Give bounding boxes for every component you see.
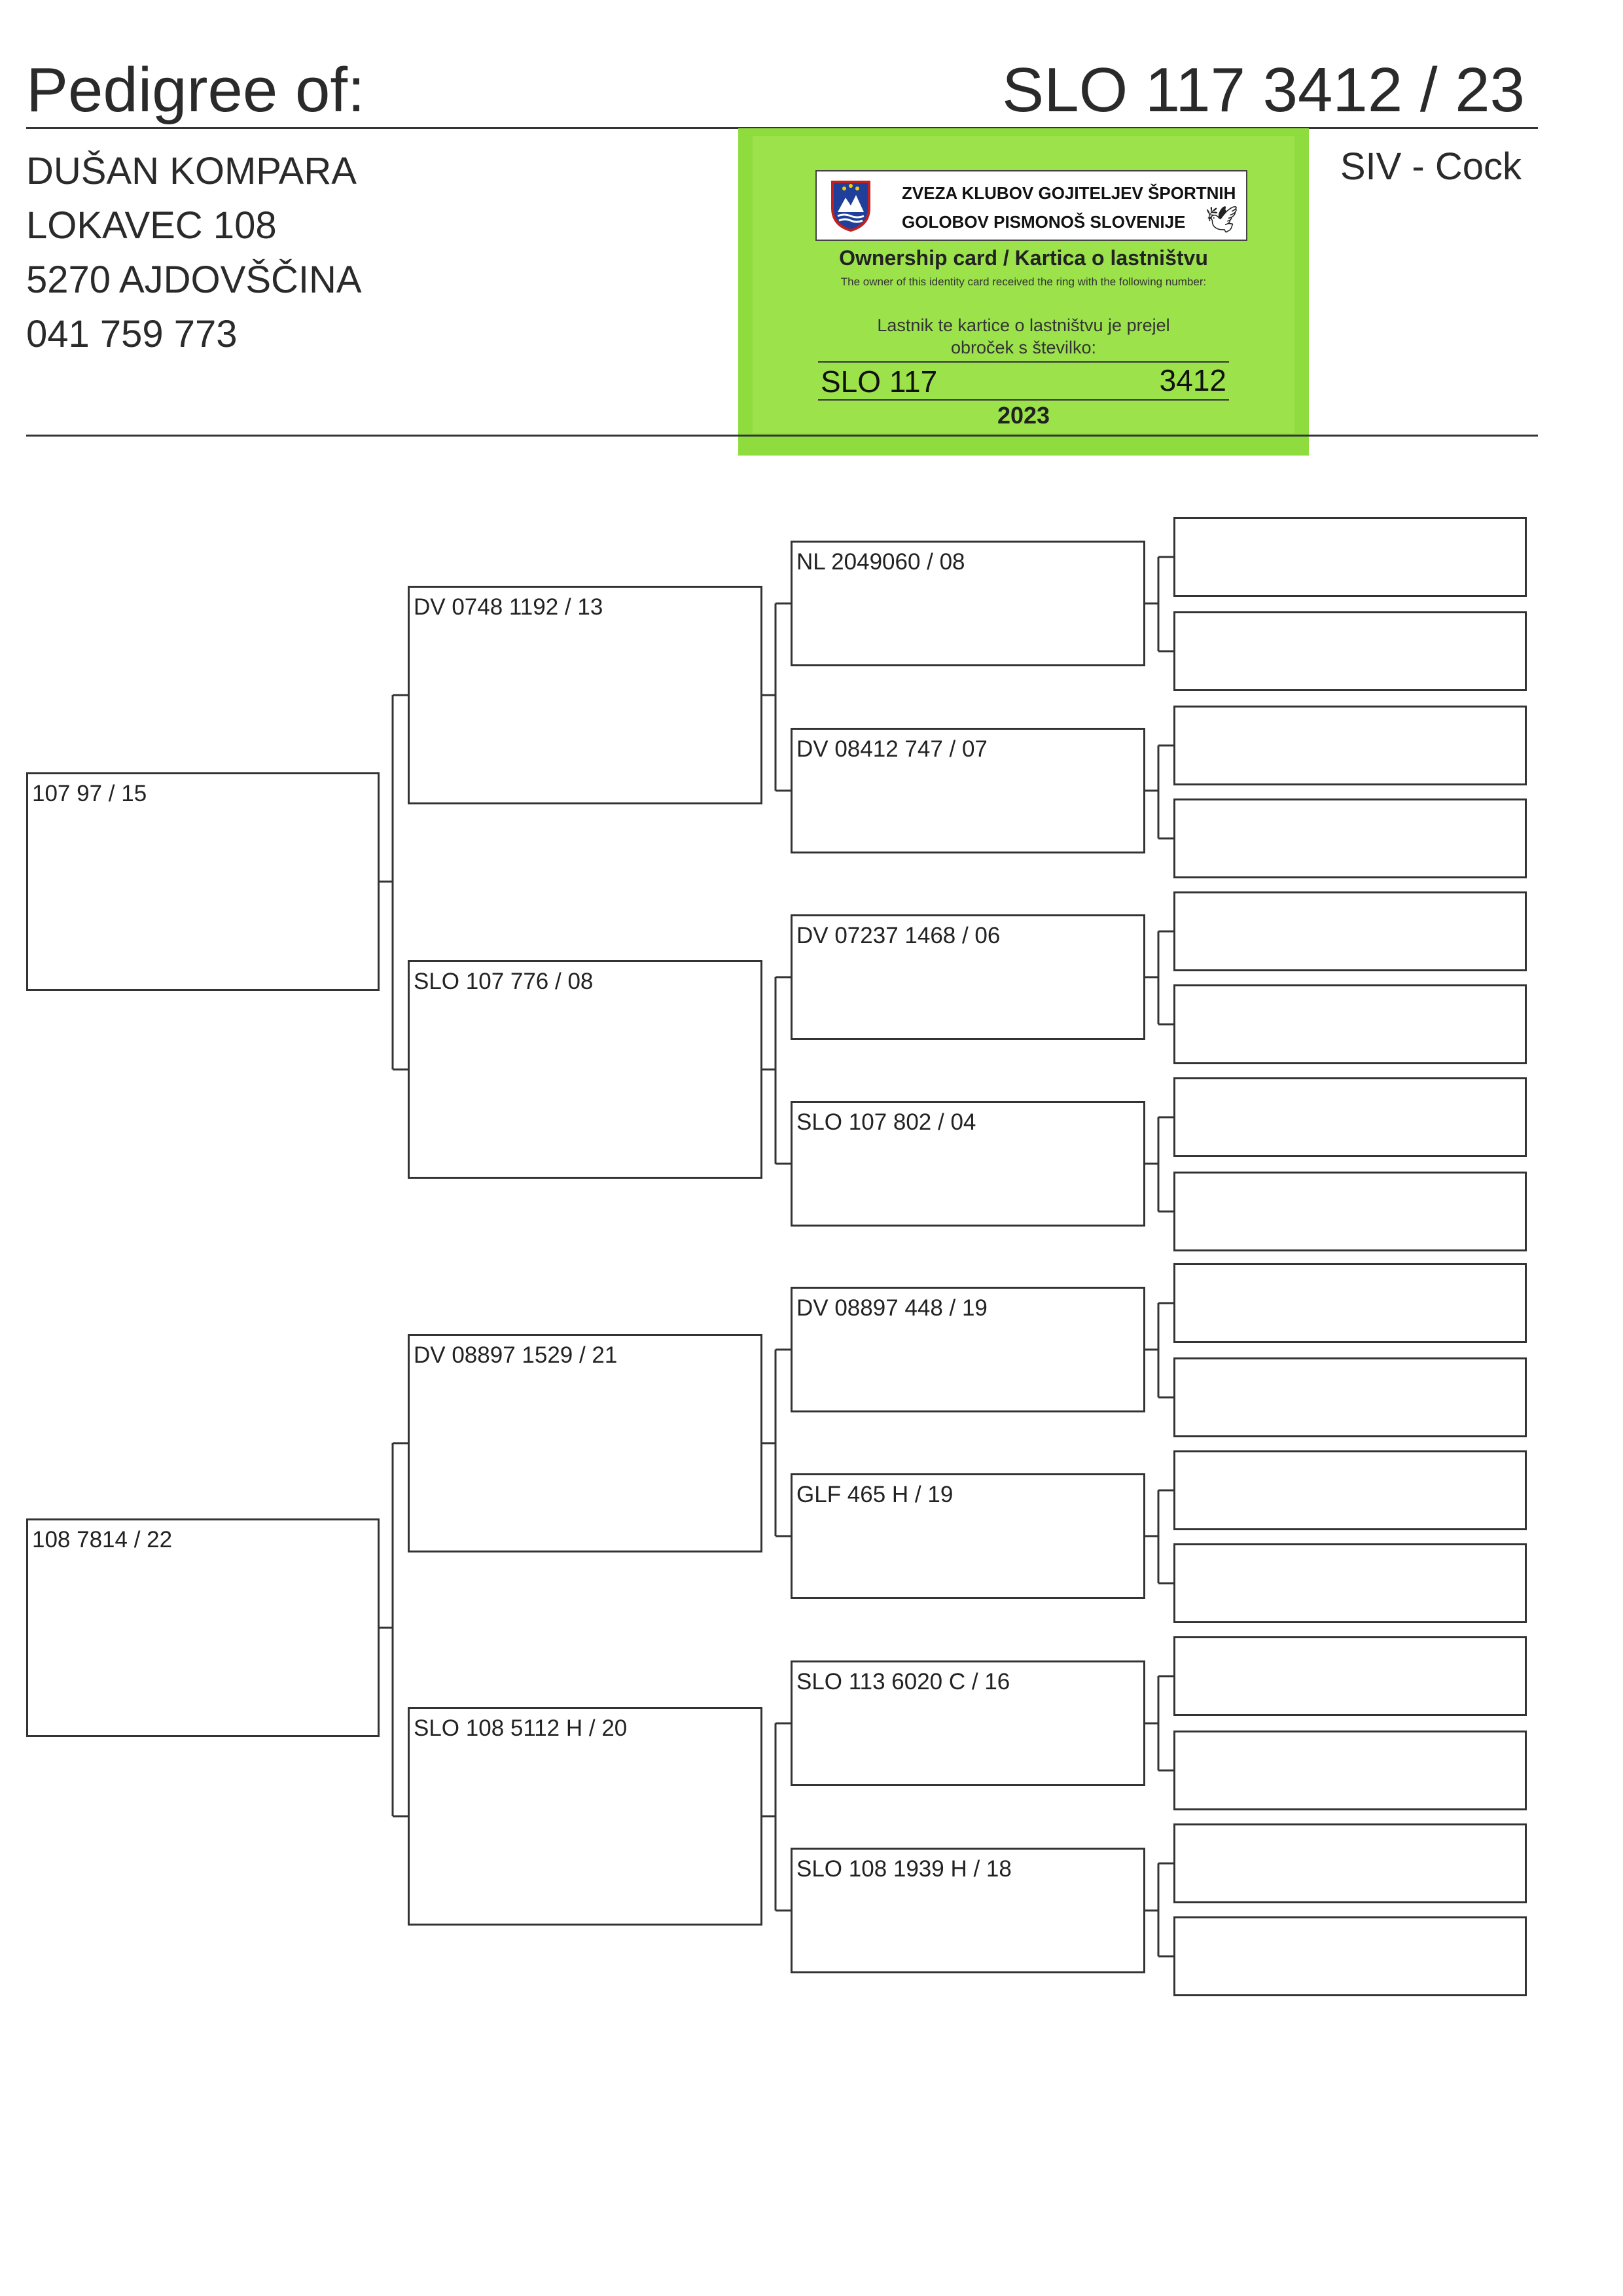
great-great-grandparent-box [1173, 1636, 1527, 1716]
great-great-grandparent-box [1173, 1450, 1527, 1530]
slovenia-coat-of-arms-icon [831, 181, 870, 232]
ownership-card-header: ZVEZA KLUBOV GOJITELJEV ŠPORTNIH GOLOBOV… [815, 170, 1247, 241]
owner-address: DUŠAN KOMPARA LOKAVEC 108 5270 AJDOVŠČIN… [26, 144, 362, 361]
great-great-grandparent-box [1173, 517, 1527, 597]
ring-label: DV 0748 1192 / 13 [414, 594, 603, 620]
great-grandparent-box: GLF 465 H / 19 [791, 1473, 1145, 1599]
card-text-sl-line1: Lastnik te kartice o lastništvu je preje… [877, 315, 1170, 335]
great-great-grandparent-box [1173, 611, 1527, 691]
color-sex: SIV - Cock [1340, 145, 1522, 188]
card-year: 2023 [997, 402, 1050, 429]
ring-label: DV 08897 1529 / 21 [414, 1342, 618, 1368]
grandparent-box: DV 08897 1529 / 21 [408, 1334, 762, 1552]
great-grandparent-box: DV 07237 1468 / 06 [791, 914, 1145, 1040]
ring-label: 107 97 / 15 [32, 781, 147, 806]
ring-label: SLO 113 6020 C / 16 [796, 1669, 1010, 1695]
great-great-grandparent-box [1173, 1916, 1527, 1996]
great-great-grandparent-box [1173, 706, 1527, 785]
ownership-card-inner: ZVEZA KLUBOV GOJITELJEV ŠPORTNIH GOLOBOV… [753, 136, 1294, 433]
pigeon-icon: 🕊 [1205, 206, 1238, 234]
card-line-top [818, 361, 1229, 363]
great-great-grandparent-box [1173, 1077, 1527, 1157]
owner-street: LOKAVEC 108 [26, 204, 277, 247]
card-text-en: The owner of this identity card received… [840, 276, 1207, 288]
card-org-line1: ZVEZA KLUBOV GOJITELJEV ŠPORTNIH [902, 183, 1236, 203]
ring-label: SLO 107 776 / 08 [414, 969, 594, 994]
great-grandparent-box: NL 2049060 / 08 [791, 541, 1145, 666]
card-text-sl-line2: obroček s številko: [950, 338, 1097, 357]
great-great-grandparent-box [1173, 1172, 1527, 1251]
ring-label: SLO 108 1939 H / 18 [796, 1856, 1012, 1882]
card-ring-prefix: SLO 117 [821, 365, 938, 399]
owner-city: 5270 AJDOVŠČINA [26, 259, 362, 301]
card-ring-number: 3412 [1159, 363, 1226, 397]
great-great-grandparent-box [1173, 1823, 1527, 1903]
card-title: Ownership card / Kartica o lastništvu [839, 246, 1208, 270]
owner-phone: 041 759 773 [26, 313, 238, 355]
great-grandparent-box: SLO 113 6020 C / 16 [791, 1660, 1145, 1786]
great-great-grandparent-box [1173, 984, 1527, 1064]
ring-label: 108 7814 / 22 [32, 1527, 173, 1552]
ring-label: GLF 465 H / 19 [796, 1482, 954, 1507]
ring-label: DV 08897 448 / 19 [796, 1295, 988, 1321]
grandparent-box: SLO 107 776 / 08 [408, 960, 762, 1179]
parent-box: 108 7814 / 22 [26, 1518, 380, 1737]
great-great-grandparent-box [1173, 891, 1527, 971]
great-great-grandparent-box [1173, 1263, 1527, 1343]
card-text-sl: Lastnik te kartice o lastništvu je preje… [851, 314, 1196, 359]
great-great-grandparent-box [1173, 1731, 1527, 1810]
ring-label: NL 2049060 / 08 [796, 549, 965, 575]
owner-name: DUŠAN KOMPARA [26, 150, 357, 192]
card-line-bottom [818, 399, 1229, 401]
parent-box: 107 97 / 15 [26, 772, 380, 991]
great-grandparent-box: DV 08412 747 / 07 [791, 728, 1145, 853]
header-bottom-divider [26, 435, 1538, 437]
great-great-grandparent-box [1173, 798, 1527, 878]
ring-label: SLO 107 802 / 04 [796, 1109, 976, 1135]
ownership-card: ZVEZA KLUBOV GOJITELJEV ŠPORTNIH GOLOBOV… [738, 128, 1309, 456]
great-grandparent-box: SLO 107 802 / 04 [791, 1101, 1145, 1227]
page-title: Pedigree of: [26, 55, 365, 125]
card-org-line2: GOLOBOV PISMONOŠ SLOVENIJE [902, 212, 1186, 232]
ring-label: DV 08412 747 / 07 [796, 736, 988, 762]
ring-label: SLO 108 5112 H / 20 [414, 1715, 628, 1741]
great-great-grandparent-box [1173, 1357, 1527, 1437]
grandparent-box: DV 0748 1192 / 13 [408, 586, 762, 804]
great-great-grandparent-box [1173, 1543, 1527, 1623]
ring-label: DV 07237 1468 / 06 [796, 923, 1001, 948]
grandparent-box: SLO 108 5112 H / 20 [408, 1707, 762, 1926]
header-divider [26, 127, 1538, 129]
great-grandparent-box: DV 08897 448 / 19 [791, 1287, 1145, 1412]
great-grandparent-box: SLO 108 1939 H / 18 [791, 1848, 1145, 1973]
main-ring-number: SLO 117 3412 / 23 [1002, 55, 1525, 125]
